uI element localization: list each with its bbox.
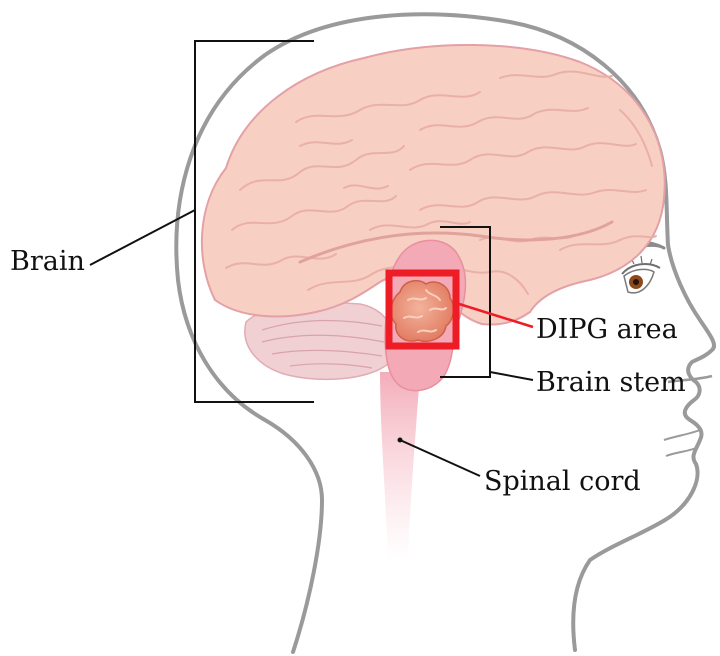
spinal-cord-pointer-dot — [398, 438, 403, 443]
spinal-cord-label: Spinal cord — [484, 466, 641, 497]
brain-stem-label: Brain stem — [536, 367, 686, 398]
dipg-tumor — [391, 281, 453, 342]
brainstem-leader-line — [490, 372, 533, 380]
dipg-area-label: DIPG area — [536, 314, 678, 345]
brain-label: Brain — [10, 246, 85, 277]
spinal-cord — [380, 372, 420, 560]
brain-leader-line — [90, 210, 195, 265]
